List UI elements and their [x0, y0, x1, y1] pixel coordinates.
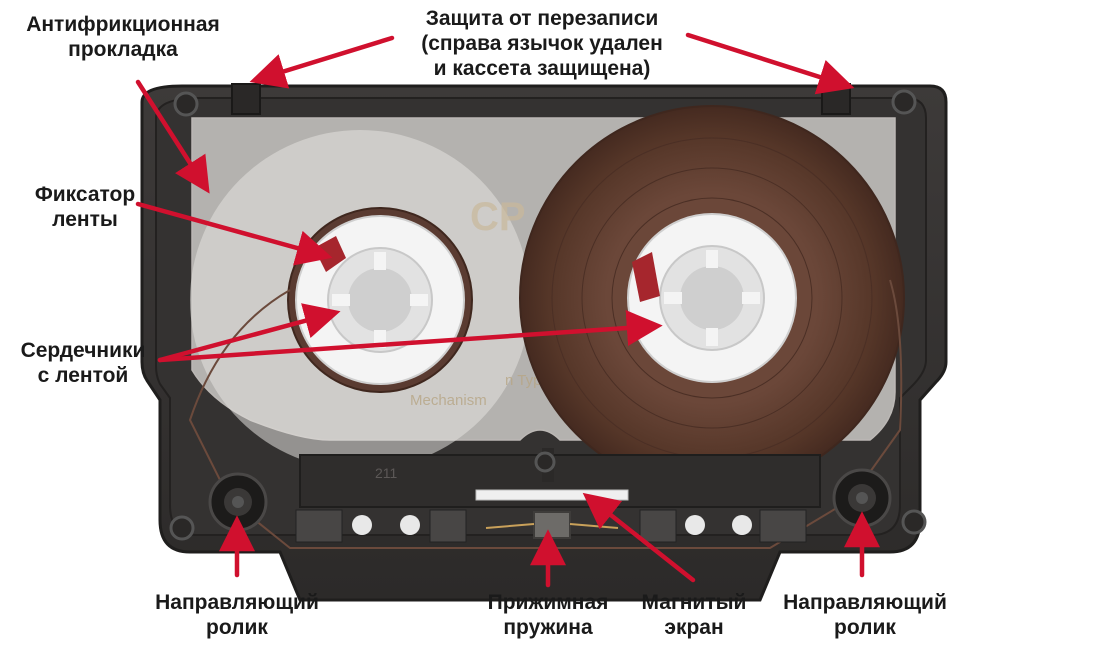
label-hubs: Сердечники с лентой: [6, 338, 160, 388]
label-line: (справа язычок удален: [421, 32, 663, 55]
arrow-magnetic-screen: [582, 492, 696, 583]
label-line: пружина: [503, 616, 593, 639]
label-anti-friction-liner: Антифрикционная прокладка: [4, 12, 242, 62]
label-line: Направляющий: [783, 591, 947, 614]
label-line: Прижимная: [487, 591, 609, 614]
magnetic-screen: [475, 489, 629, 501]
label-line: экран: [664, 616, 724, 639]
label-line: с лентой: [37, 364, 129, 387]
label-line: ролик: [206, 616, 268, 639]
tape-clamp-right: [632, 252, 660, 302]
arrow-liner: [135, 79, 210, 194]
screw-icon: [891, 89, 917, 115]
label-magnetic-screen: Магнитый экран: [626, 590, 762, 640]
label-line: Антифрикционная: [26, 13, 220, 36]
pressure-spring: [533, 511, 571, 539]
arrow-tape-clamp: [135, 201, 333, 266]
screw-icon: [173, 91, 199, 117]
label-line: Направляющий: [155, 591, 319, 614]
write-protect-notch-right: [821, 83, 851, 115]
tape-path: [188, 279, 903, 549]
label-tape-clamp: Фиксатор ленты: [18, 182, 152, 232]
shell-bottom-section: 211: [295, 448, 821, 543]
arrow-hub-right: [157, 310, 663, 363]
label-line: Магнитый: [641, 591, 747, 614]
window-mechanism-text: Mechanism: [410, 392, 487, 409]
label-line: ленты: [52, 208, 118, 231]
label-guide-roller-right: Направляющий ролик: [760, 590, 970, 640]
screw-icon: [534, 451, 556, 473]
label-line: Фиксатор: [34, 183, 136, 206]
hub-right: [627, 213, 797, 383]
arrow-write-protect-left: [249, 35, 395, 89]
arrow-hub-left: [157, 303, 341, 363]
pointer-arrows: [135, 32, 880, 588]
arrow-write-protect-right: [685, 32, 855, 95]
shell-mark-text: 211: [375, 465, 398, 481]
label-line: Сердечники: [20, 339, 146, 362]
screw-icon: [901, 509, 927, 535]
label-write-protect: Защита от перезаписи (справа язычок удал…: [392, 6, 692, 81]
label-line: ролик: [834, 616, 896, 639]
screw-icon: [169, 515, 195, 541]
window-logo: CP: [470, 195, 526, 239]
label-line: прокладка: [68, 38, 178, 61]
label-line: Защита от перезаписи: [425, 7, 659, 30]
hub-left: [295, 215, 465, 385]
label-guide-roller-left: Направляющий ролик: [132, 590, 342, 640]
label-pressure-spring: Прижимная пружина: [470, 590, 626, 640]
write-protect-notch-left: [231, 83, 261, 115]
label-line: и кассета защищена): [433, 57, 651, 80]
